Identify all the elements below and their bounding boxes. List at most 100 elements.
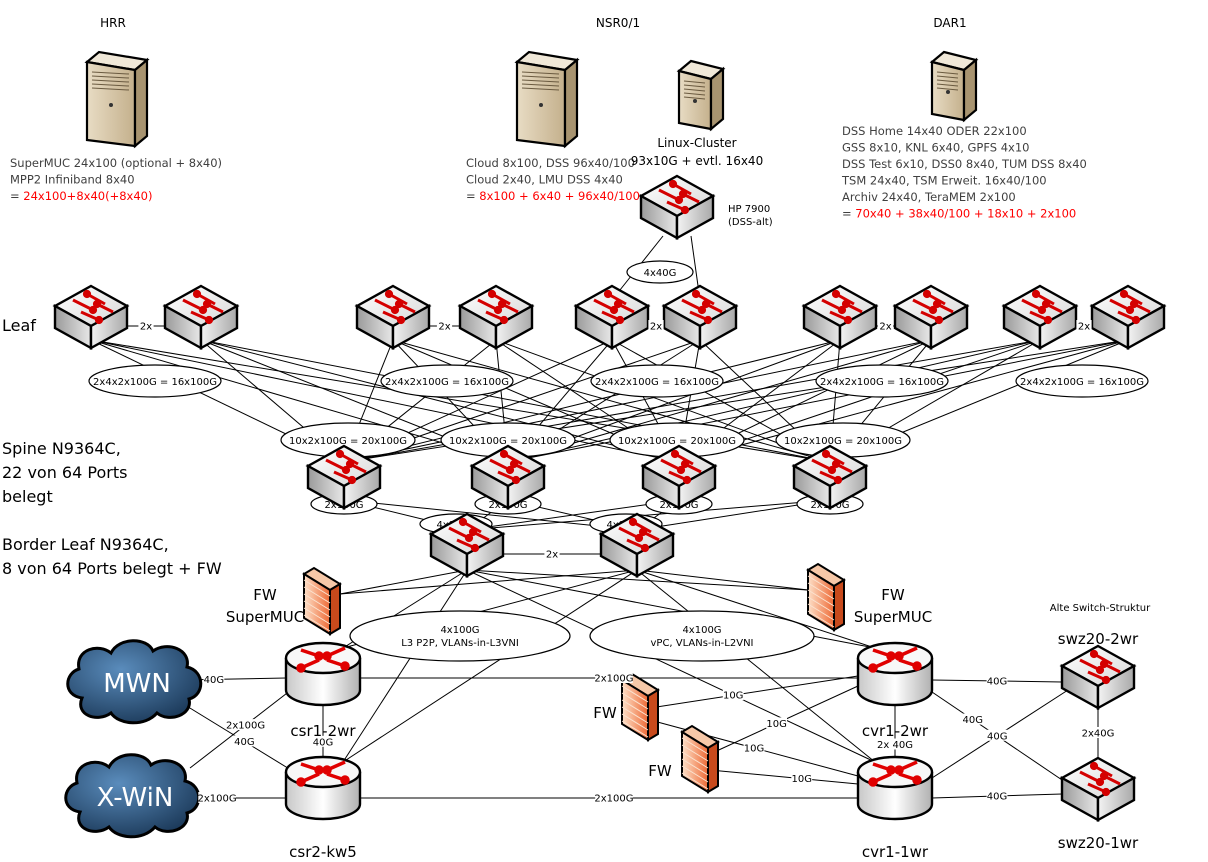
link-label: 10G — [723, 691, 743, 702]
cvr1-1wr-router[interactable] — [856, 755, 934, 821]
spine-switch-1[interactable] — [305, 444, 383, 511]
border-leaf-switch-1[interactable] — [428, 512, 506, 579]
arrow-head — [499, 449, 509, 459]
arrow-head — [841, 299, 851, 309]
hp-uplink-ellipse: 4x40G — [626, 260, 694, 284]
leaf-switch-5[interactable] — [573, 284, 651, 351]
firewall-supermuc-left[interactable] — [302, 566, 342, 636]
site-title-hrr: HRR — [100, 16, 126, 30]
switch-arrows-icon — [912, 289, 954, 325]
leaf-switch-2[interactable] — [162, 284, 240, 351]
arrow-head — [1089, 649, 1099, 659]
brick-line — [681, 751, 709, 769]
aggregation-label: 2x4x2x100G = 16x100G — [595, 377, 719, 388]
arrow-head — [509, 459, 519, 469]
switch-side-right — [929, 303, 969, 351]
mwn-cloud[interactable]: MWN — [66, 639, 203, 725]
link-label-bg — [312, 735, 334, 747]
arrow-head — [505, 465, 515, 475]
leaf-spine-link — [200, 339, 680, 463]
csr2-kw5-router[interactable] — [284, 755, 362, 821]
link-label-bg — [648, 320, 664, 331]
swz20-1wr-switch[interactable] — [1059, 756, 1137, 823]
spine-switch-4[interactable] — [791, 444, 869, 511]
arrow-head — [609, 305, 619, 315]
swz20-2wr-switch[interactable] — [1059, 644, 1137, 711]
spine-switch-3[interactable] — [640, 444, 718, 511]
hp7900-switch[interactable] — [638, 174, 716, 241]
arrow-head — [1125, 305, 1135, 315]
arrow-head — [464, 533, 474, 543]
linux-cluster-server-icon[interactable] — [676, 59, 726, 132]
leaf-switch-4[interactable] — [457, 284, 535, 351]
switch-side-right — [89, 303, 129, 351]
arrow-head — [394, 299, 404, 309]
leaf-switch-6[interactable] — [661, 284, 739, 351]
arrow-head — [314, 765, 324, 775]
cvr1-2wr-router[interactable] — [856, 641, 934, 707]
fw-b-label: FW — [648, 762, 672, 780]
switch-side-right — [677, 463, 717, 511]
link-label-bg — [791, 772, 813, 784]
leaf-switch-8[interactable] — [892, 284, 970, 351]
arrow-head — [396, 315, 406, 325]
link-label: 2x — [1078, 322, 1090, 333]
server-led — [539, 103, 543, 107]
leaf-switch-9[interactable] — [1001, 284, 1079, 351]
vent-line — [936, 75, 959, 79]
arrow-head — [340, 661, 350, 671]
spine-group-ellipse: 10x2x100G = 20x100G — [609, 422, 745, 458]
layer-label-spine: belegt — [2, 487, 53, 506]
nsr-server-icon[interactable] — [514, 50, 580, 149]
aggregation-ellipse — [589, 610, 815, 662]
brick-line — [303, 586, 331, 604]
arrow-head — [202, 299, 212, 309]
brick-line — [681, 772, 709, 790]
dar-server-icon[interactable] — [929, 50, 979, 123]
link-label: 40G — [204, 675, 224, 686]
border-fw-link — [339, 569, 468, 595]
hrr-info-line: MPP2 Infiniband 8x40 — [10, 173, 135, 187]
aggregation-label: 2x4x2x100G = 16x100G — [1020, 377, 1144, 388]
leaf-switch-10[interactable] — [1089, 284, 1167, 351]
border-leaf-switch-2[interactable] — [598, 512, 676, 579]
xwin-cloud[interactable]: X-WiN — [64, 753, 201, 839]
firewall-side — [833, 578, 845, 632]
leaf-switch-3[interactable] — [354, 284, 432, 351]
switch-side-right — [675, 193, 715, 241]
firewall-supermuc-right[interactable] — [806, 562, 846, 632]
vent-line — [521, 75, 560, 79]
switch-side-right — [342, 463, 382, 511]
brick-line — [303, 614, 331, 632]
router-label-csr1-2wr: csr1-2wr — [290, 722, 356, 740]
arrow-head — [92, 299, 102, 309]
border-router-link — [342, 569, 468, 763]
aggregation-label: 4x100G — [682, 625, 721, 636]
arrow-head — [499, 315, 509, 325]
aggregation-label: 10x2x100G = 20x100G — [449, 436, 567, 447]
switch-arrows-icon — [477, 289, 519, 325]
arrow-head — [1099, 771, 1109, 781]
vent-line — [91, 75, 130, 79]
vent-line — [683, 88, 706, 92]
leaf-switch-1[interactable] — [52, 284, 130, 351]
link-label-bg — [986, 675, 1008, 686]
arrow-head — [886, 651, 896, 661]
server-side — [962, 57, 978, 123]
border-router-link — [466, 569, 876, 763]
nodes-layer: MWN X-WiN — [52, 50, 1167, 839]
spine-switch-2[interactable] — [469, 444, 547, 511]
router-arrows-icon — [296, 646, 350, 673]
hrr-server-icon[interactable] — [84, 50, 150, 149]
arrow-head — [341, 465, 351, 475]
csr1-2wr-router[interactable] — [284, 641, 362, 707]
leaf-spine-link — [507, 339, 1041, 463]
leaf-switch-7[interactable] — [801, 284, 879, 351]
switch-side-right — [465, 531, 505, 579]
vent-line — [521, 79, 560, 83]
vent-line — [521, 71, 560, 75]
firewall-b[interactable] — [680, 724, 720, 794]
router-arrows-icon — [868, 760, 922, 787]
arrow-head — [384, 289, 394, 299]
brick-line — [807, 582, 835, 600]
